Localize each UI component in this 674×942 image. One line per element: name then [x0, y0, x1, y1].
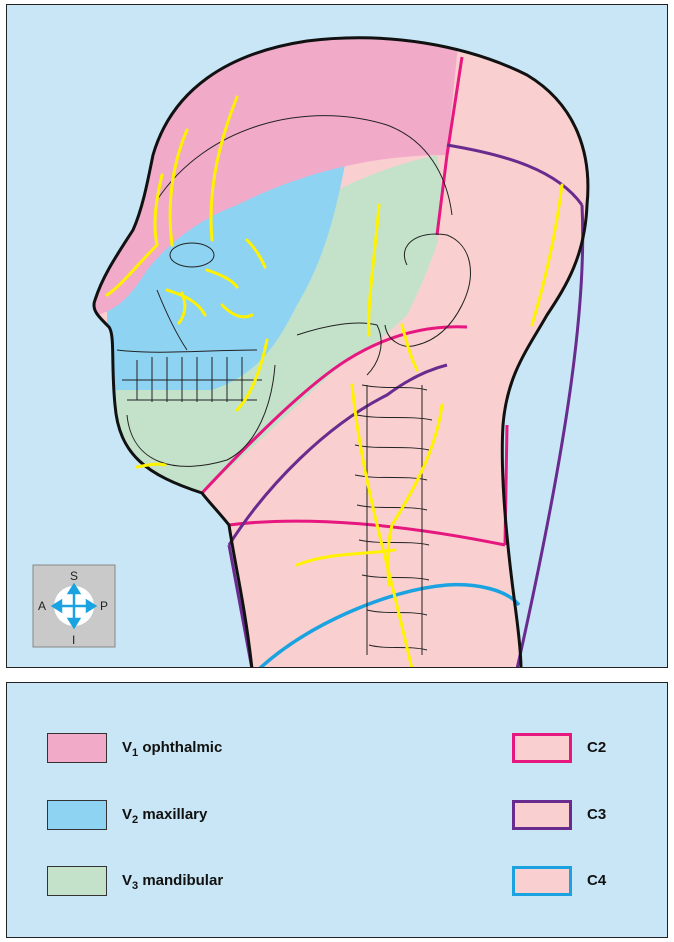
legend-label-c3: C3 — [587, 800, 606, 830]
legend-label-c4: C4 — [587, 866, 606, 896]
legend-label-v3: V3 mandibular — [122, 866, 223, 901]
legend-swatch-v1 — [47, 733, 107, 763]
dermatome-figure: S I A P — [6, 4, 668, 668]
legend-swatch-c3 — [512, 800, 572, 830]
legend-label-v2: V2 maxillary — [122, 800, 207, 835]
compass-posterior-label: P — [100, 599, 108, 613]
compass-anterior-label: A — [38, 599, 46, 613]
legend-swatch-c2 — [512, 733, 572, 763]
compass-superior-label: S — [70, 569, 78, 583]
legend-panel: V1 ophthalmic V2 maxillary V3 mandibular… — [6, 682, 668, 938]
legend-swatch-v2 — [47, 800, 107, 830]
orientation-compass: S I A P — [33, 565, 115, 647]
legend-swatch-c4 — [512, 866, 572, 896]
legend-swatch-v3 — [47, 866, 107, 896]
head-neck-illustration: S I A P — [7, 5, 668, 668]
legend-label-c2: C2 — [587, 733, 606, 763]
legend-label-v1: V1 ophthalmic — [122, 733, 222, 768]
compass-inferior-label: I — [72, 633, 75, 647]
